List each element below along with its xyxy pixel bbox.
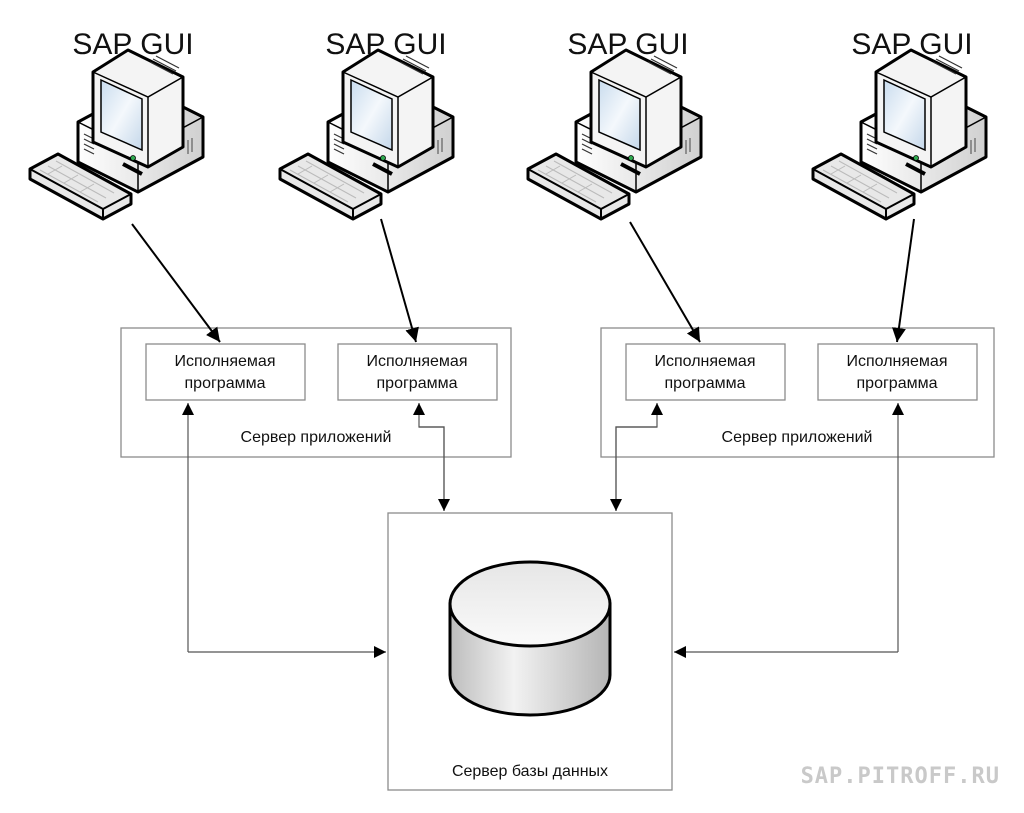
watermark: SAP.PITROFF.RU bbox=[801, 764, 1000, 789]
program-label-line1: Исполняемая bbox=[846, 353, 947, 370]
program-label-line2: программа bbox=[377, 375, 458, 392]
app-server-2: Исполняемая программа Исполняемая програ… bbox=[600, 327, 995, 458]
program-box bbox=[337, 343, 498, 401]
client-1: SAP GUI bbox=[28, 28, 205, 221]
program-label-line2: программа bbox=[185, 375, 266, 392]
program-label-line1: Исполняемая bbox=[174, 353, 275, 370]
db-server: Сервер базы данных bbox=[387, 512, 673, 791]
app-server-1: Исполняемая программа Исполняемая програ… bbox=[120, 327, 512, 458]
client-label: SAP GUI bbox=[567, 28, 688, 61]
computer-icon bbox=[811, 48, 988, 221]
connector-right-inner bbox=[610, 403, 663, 511]
app-server-label: Сервер приложений bbox=[722, 429, 873, 446]
arrow-client4-to-program bbox=[891, 218, 915, 343]
client-2: SAP GUI bbox=[278, 28, 455, 221]
computer-icon bbox=[526, 48, 703, 221]
program-box bbox=[817, 343, 978, 401]
connector-left-inner bbox=[413, 403, 450, 511]
arrow-client3-to-program bbox=[629, 221, 701, 343]
connector-left-outer bbox=[182, 403, 386, 658]
computer-icon bbox=[28, 48, 205, 221]
arrow-client2-to-program bbox=[380, 218, 419, 343]
program-label-line1: Исполняемая bbox=[366, 353, 467, 370]
program-label-line2: программа bbox=[665, 375, 746, 392]
client-label: SAP GUI bbox=[851, 28, 972, 61]
database-cylinder-icon bbox=[448, 560, 612, 717]
program-label-line1: Исполняемая bbox=[654, 353, 755, 370]
arrow-client1-to-program bbox=[131, 223, 221, 343]
client-label: SAP GUI bbox=[325, 28, 446, 61]
client-label: SAP GUI bbox=[72, 28, 193, 61]
program-box bbox=[145, 343, 306, 401]
client-3: SAP GUI bbox=[526, 28, 703, 221]
app-server-label: Сервер приложений bbox=[241, 429, 392, 446]
program-label-line2: программа bbox=[857, 375, 938, 392]
connector-right-outer bbox=[674, 403, 904, 658]
client-4: SAP GUI bbox=[811, 28, 988, 221]
program-box bbox=[625, 343, 786, 401]
computer-icon bbox=[278, 48, 455, 221]
db-server-label: Сервер базы данных bbox=[452, 763, 608, 780]
